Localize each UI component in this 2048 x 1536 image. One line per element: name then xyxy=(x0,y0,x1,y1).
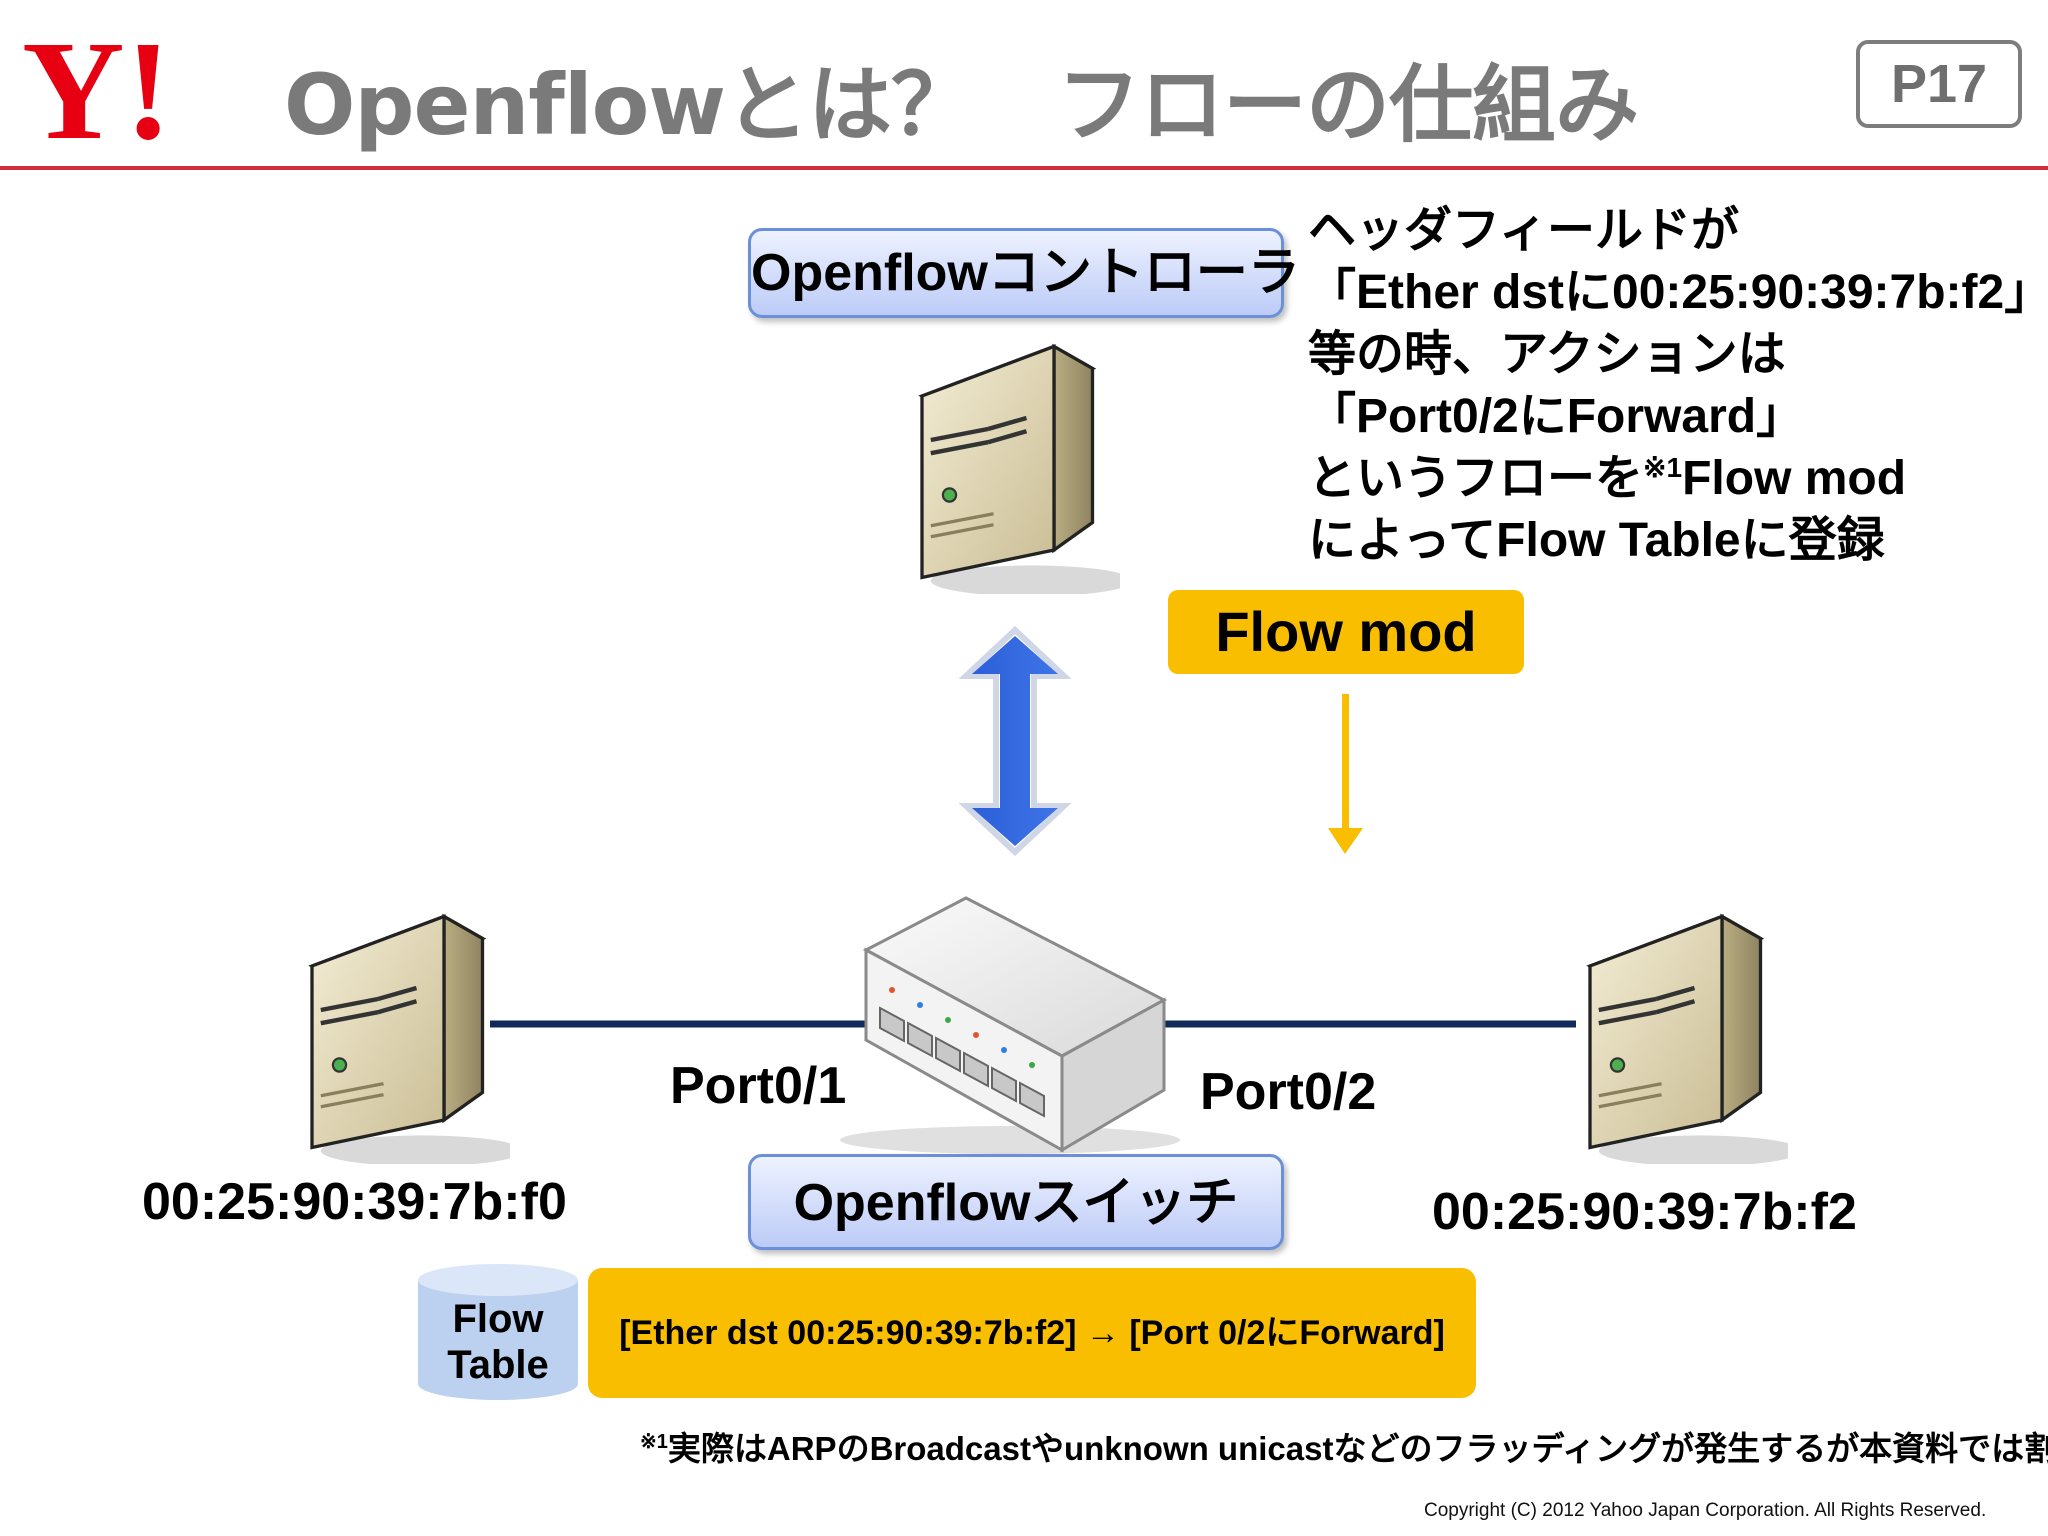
page-title: Openflowとは？ フローの仕組み xyxy=(284,56,1639,154)
flow-table-icon xyxy=(418,1264,578,1400)
switch-label: Openflowスイッチ xyxy=(748,1154,1284,1250)
copyright: Copyright (C) 2012 Yahoo Japan Corporati… xyxy=(1424,1500,1987,1521)
explanation-line-3: 等の時、アクションは xyxy=(1308,328,1786,381)
header-divider xyxy=(0,166,2048,170)
host-left-server-icon xyxy=(312,917,523,1167)
flow-table-label: Flow Table xyxy=(447,1297,549,1387)
openflow-switch-icon xyxy=(840,896,1180,1154)
footnote: ※1実際はARPのBroadcastやunknown unicastなどのフラッ… xyxy=(640,1430,2048,1467)
explanation-line-5: というフローを※1Flow mod xyxy=(1308,452,1907,505)
port-0-2-label: Port0/2 xyxy=(1200,1063,1377,1121)
explanation-line-1: ヘッダフィールドが xyxy=(1308,204,1740,257)
explanation-text: ヘッダフィールドが 「Ether dstに00:25:90:39:7b:f2」 … xyxy=(1308,200,2048,572)
right-host-mac: 00:25:90:39:7b:f2 xyxy=(1432,1183,1857,1241)
yahoo-logo: Y! xyxy=(22,30,172,150)
flow-table-entry: [Ether dst 00:25:90:39:7b:f2] → [Port 0/… xyxy=(588,1268,1476,1398)
explanation-line-4: 「Port0/2にForward」 xyxy=(1308,390,1805,443)
bidirectional-arrow-icon xyxy=(958,625,1072,857)
controller-label: Openflowコントローラ xyxy=(748,228,1300,318)
left-host-mac: 00:25:90:39:7b:f0 xyxy=(142,1173,567,1231)
host-right-server-icon xyxy=(1590,917,1801,1167)
logo-text: Y! xyxy=(22,30,172,150)
down-arrow-icon xyxy=(1328,694,1363,854)
controller-server-icon xyxy=(922,347,1133,597)
flow-mod-label: Flow mod xyxy=(1168,590,1524,674)
page-number-badge: P17 xyxy=(1856,40,2022,128)
explanation-line-2: 「Ether dstに00:25:90:39:7b:f2」 xyxy=(1308,266,2048,319)
explanation-line-6: によってFlow Tableに登録 xyxy=(1308,514,1885,567)
port-0-1-label: Port0/1 xyxy=(670,1057,847,1115)
